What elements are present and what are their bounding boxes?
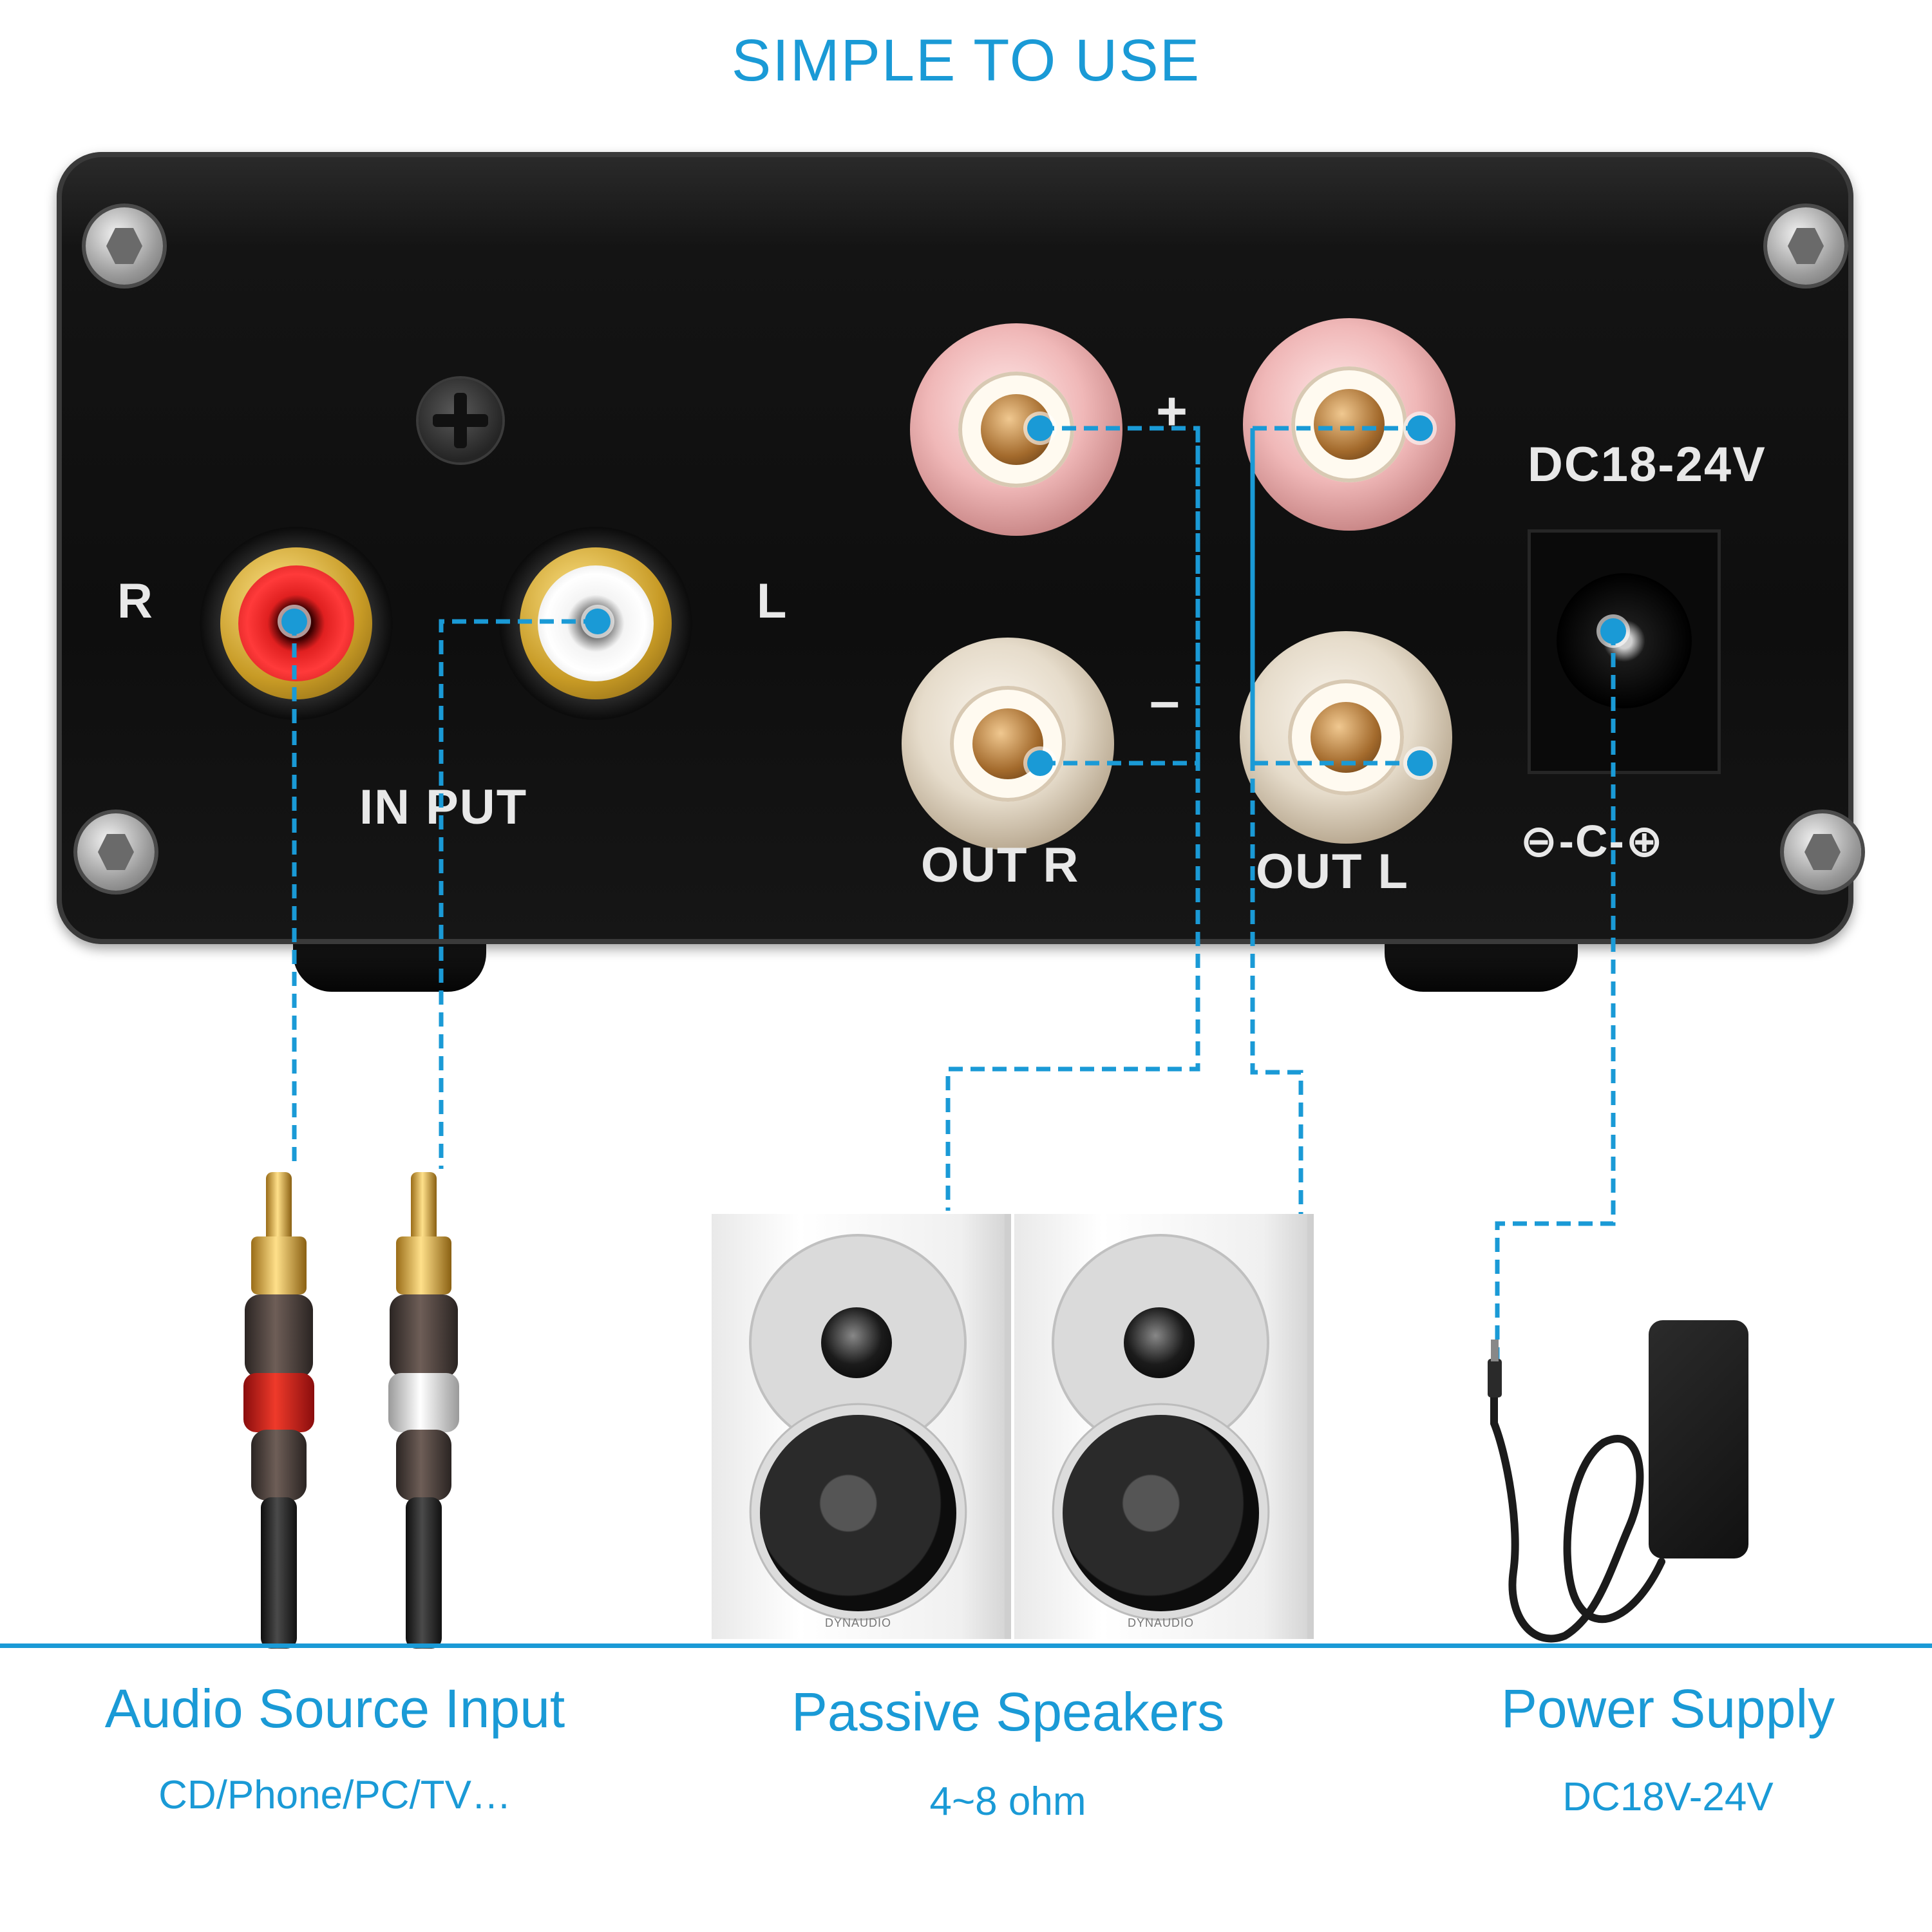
rca-plug-icon [411,1172,437,1243]
page-headline: SIMPLE TO USE [731,28,1201,93]
tweeter [1124,1307,1195,1378]
line-out-l [1250,426,1420,1246]
label-out-l: OUT L [1256,844,1409,899]
cable-white [406,1497,442,1649]
speaker-icon: DYNAUDIO [1014,1214,1307,1639]
label-minus: – [1150,670,1181,731]
caption-speakers-title: Passive Speakers [791,1681,1225,1742]
out-r-negative-post[interactable] [902,638,1114,850]
line-input-l [439,619,598,1169]
tweeter [821,1307,892,1378]
woofer [760,1415,956,1611]
speaker-icon: DYNAUDIO [712,1214,1005,1639]
power-adapter-icon [1649,1320,1748,1558]
dc-jack-icon[interactable] [1557,573,1692,708]
cable-red [261,1497,297,1649]
rca-plug-collar [251,1236,307,1294]
screw-icon [1767,207,1844,285]
rca-plug-body [245,1294,313,1378]
rca-plug-tail [396,1430,451,1501]
caption-input-title: Audio Source Input [104,1678,565,1739]
section-baseline [0,1643,1932,1648]
caption-power-title: Power Supply [1501,1678,1835,1739]
dc-polarity-symbol: ⊖-C-⊕ [1520,816,1665,866]
line-power [1495,631,1616,1359]
adapter-cable [1488,1340,1665,1643]
rca-plug-collar [396,1236,451,1294]
label-plus: + [1156,381,1189,441]
power-adapter-illustration [1468,1314,1765,1649]
screw-icon [1784,813,1861,891]
rca-plug-icon [266,1172,292,1243]
rca-plug-red-band [243,1373,314,1432]
caption-power-subtitle: DC18V-24V [1562,1775,1774,1819]
rca-plug-body [390,1294,458,1378]
speaker-brand: DYNAUDIO [1127,1616,1194,1629]
woofer [1063,1415,1259,1611]
label-out-r: OUT R [921,838,1080,893]
label-dc-voltage: DC18-24V [1528,437,1766,492]
rca-cable-illustration [213,1166,502,1649]
caption-input-subtitle: CD/Phone/PC/TV… [158,1773,511,1817]
screw-icon [77,813,155,891]
screw-icon [86,207,163,285]
caption-speakers-subtitle: 4~8 ohm [929,1779,1086,1824]
ground-screw-icon [419,379,502,462]
line-out-r [945,426,1200,1211]
label-input-l: L [757,574,788,629]
speaker-brand: DYNAUDIO [824,1616,891,1629]
rca-plug-tail [251,1430,307,1501]
label-input-r: R [117,574,154,629]
rca-input-left-jack[interactable] [499,527,692,720]
rca-plug-white-band [388,1373,459,1432]
